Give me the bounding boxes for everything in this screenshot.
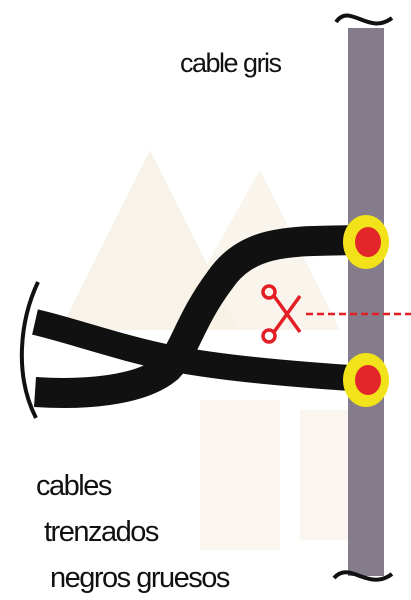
- black-cable-upper: [34, 225, 357, 408]
- scissors-icon: [261, 284, 302, 344]
- gray-cable-bottom-break: [332, 570, 394, 582]
- connection-point-upper: [343, 215, 389, 269]
- black-cables-label-line2: trenzados: [44, 516, 159, 548]
- black-cables-label-line3: negros gruesos: [50, 562, 230, 594]
- black-cable-lower: [32, 309, 351, 391]
- black-cables-label-line1: cables: [36, 470, 112, 502]
- gray-cable: [348, 28, 384, 576]
- gray-cable-label: cable gris: [180, 48, 282, 78]
- connection-point-lower: [343, 353, 389, 407]
- cable-bundle-bracket: [19, 281, 40, 419]
- gray-cable-top-break: [334, 13, 394, 26]
